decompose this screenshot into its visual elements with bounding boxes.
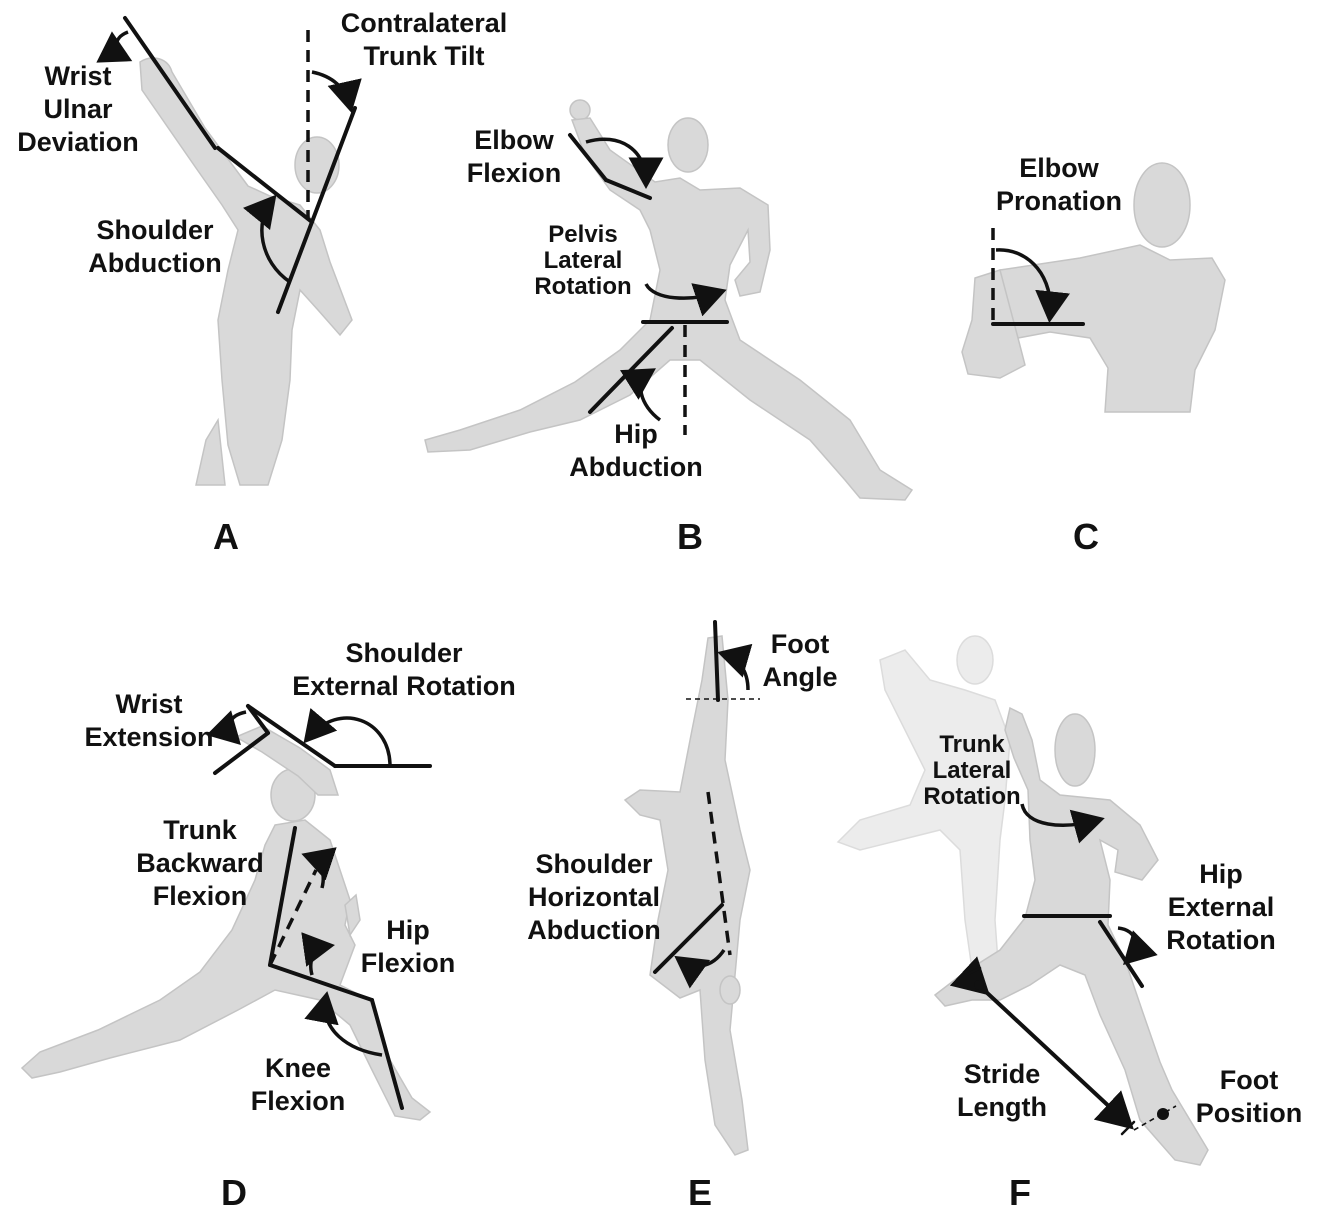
- label-shoulder-abduction: Shoulder Abduction: [76, 214, 234, 280]
- label-stride-length: Stride Length: [946, 1058, 1058, 1124]
- label-hip-flexion: Hip Flexion: [350, 914, 466, 980]
- panel-letter-d: D: [204, 1172, 264, 1214]
- panel-letter-b: B: [660, 516, 720, 558]
- panel-f-ghost-pitcher: [838, 636, 1010, 1000]
- panel-d-drawing: [22, 706, 430, 1120]
- panel-letter-a: A: [196, 516, 256, 558]
- label-elbow-pronation: Elbow Pronation: [984, 152, 1134, 218]
- panel-e-foot-angle-arrow: [724, 654, 748, 690]
- label-foot-angle: Foot Angle: [752, 628, 848, 694]
- label-pelvis-lateral-rotation: Pelvis Lateral Rotation: [520, 222, 646, 300]
- label-shoulder-horizontal-abduction: Shoulder Horizontal Abduction: [516, 848, 672, 947]
- label-foot-position: Foot Position: [1186, 1064, 1312, 1130]
- label-elbow-flexion: Elbow Flexion: [456, 124, 572, 190]
- panel-letter-e: E: [670, 1172, 730, 1214]
- label-hip-external-rotation: Hip External Rotation: [1156, 858, 1286, 957]
- label-hip-abduction: Hip Abduction: [556, 418, 716, 484]
- label-trunk-lateral-rotation: Trunk Lateral Rotation: [910, 732, 1034, 810]
- panel-letter-c: C: [1056, 516, 1116, 558]
- label-wrist-ulnar-deviation: Wrist Ulnar Deviation: [4, 60, 152, 159]
- panel-d-shoulder-rotation-arrow: [308, 718, 390, 766]
- label-shoulder-external-rotation: Shoulder External Rotation: [276, 637, 532, 703]
- label-knee-flexion: Knee Flexion: [242, 1052, 354, 1118]
- panel-a-trunk-tilt-arrow: [312, 72, 350, 106]
- panel-letter-f: F: [990, 1172, 1050, 1214]
- panel-b-hip-abduction-arrow: [641, 372, 660, 420]
- panel-a-wrist-arrow: [117, 32, 129, 58]
- panel-f-stride-start-marker: [974, 980, 984, 990]
- label-contralateral-trunk-tilt: Contralateral Trunk Tilt: [318, 7, 530, 73]
- label-trunk-backward-flexion: Trunk Backward Flexion: [122, 814, 278, 913]
- label-wrist-extension: Wrist Extension: [76, 688, 222, 754]
- panel-f-foot-marker: [1157, 1108, 1169, 1120]
